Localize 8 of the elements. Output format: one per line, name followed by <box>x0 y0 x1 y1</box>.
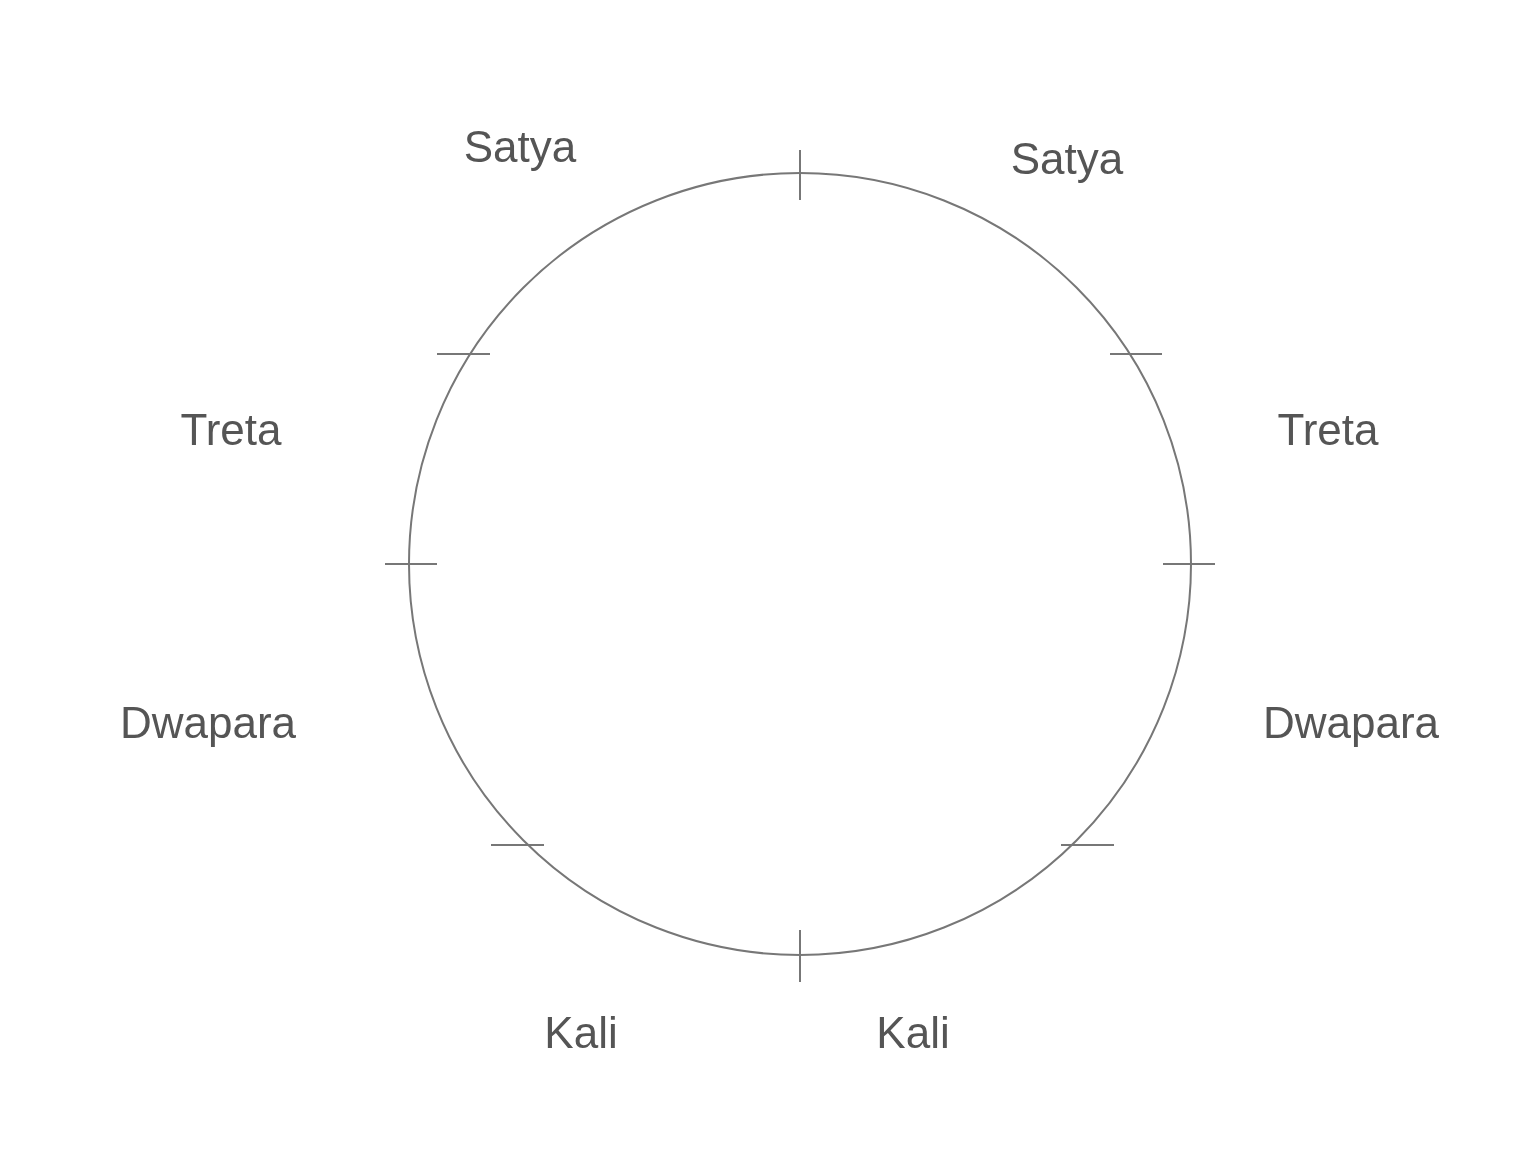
yuga-label: Satya <box>1010 137 1124 181</box>
yuga-label: Treta <box>1277 408 1379 452</box>
yuga-label: Satya <box>463 125 577 169</box>
yuga-label: Kali <box>544 1011 618 1055</box>
yuga-label: Dwapara <box>119 701 297 745</box>
yuga-label: Treta <box>180 408 282 452</box>
yuga-label: Dwapara <box>1262 701 1440 745</box>
yuga-label: Kali <box>876 1011 950 1055</box>
